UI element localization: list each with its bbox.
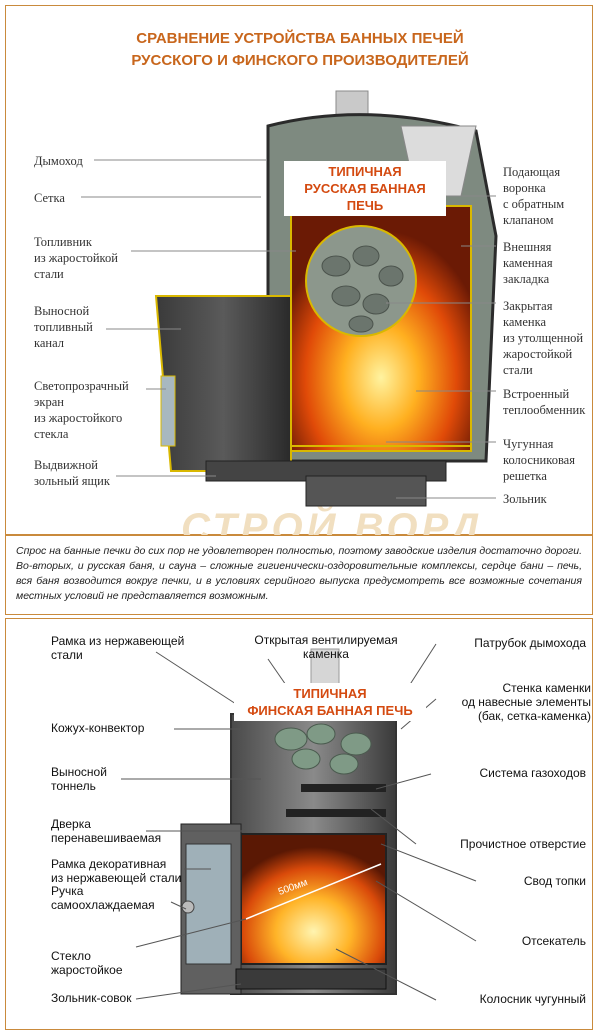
ash-pan: [235, 968, 387, 990]
fi-left-item-1: Кожух-конвектор: [51, 721, 145, 735]
russian-stove-panel: СРАВНЕНИЕ УСТРОЙСТВА БАННЫХ ПЕЧЕЙ РУССКО…: [5, 5, 593, 550]
fi-right-item-2: Система газоходов: [479, 766, 586, 780]
note-panel: Спрос на банные печки до сих пор не удов…: [5, 535, 593, 615]
finnish-stove-title: ТИПИЧНАЯ ФИНСКАЯ БАННАЯ ПЕЧЬ: [234, 683, 426, 721]
russian-stove-title: ТИПИЧНАЯ РУССКАЯ БАННАЯ ПЕЧЬ: [284, 161, 446, 216]
glass-screen: [160, 375, 176, 447]
note-text: Спрос на банные печки до сих пор не удов…: [16, 545, 582, 602]
firebox: [240, 833, 387, 965]
ash-pit: [305, 475, 427, 507]
title-line-2: РУССКОГО И ФИНСКОГО ПРОИЗВОДИТЕЛЕЙ: [131, 52, 469, 69]
fuel-channel: [154, 295, 292, 472]
finnish-stove-panel: ТИПИЧНАЯ ФИНСКАЯ БАННАЯ ПЕЧЬ 500мм Рамка…: [5, 618, 593, 1030]
ru-right-item-5: Зольник: [503, 492, 547, 506]
fi-right-item-0: Патрубок дымохода: [474, 636, 586, 650]
fi-right-item-4: Свод топки: [523, 874, 586, 888]
fi-right-item-6: Колосник чугунный: [479, 992, 586, 1006]
fi-left-item-7: Зольник-совок: [51, 991, 132, 1005]
ru-left-item-1: Сетка: [34, 191, 65, 205]
title-line-1: СРАВНЕНИЕ УСТРОЙСТВА БАННЫХ ПЕЧЕЙ: [136, 30, 464, 47]
handle: [181, 900, 195, 914]
ru-left-item-0: Дымоход: [34, 154, 83, 168]
fi-right-item-5: Отсекатель: [521, 934, 586, 948]
stone-cabinet: [305, 225, 417, 337]
fi-right-item-3: Прочистное отверстие: [460, 837, 586, 851]
